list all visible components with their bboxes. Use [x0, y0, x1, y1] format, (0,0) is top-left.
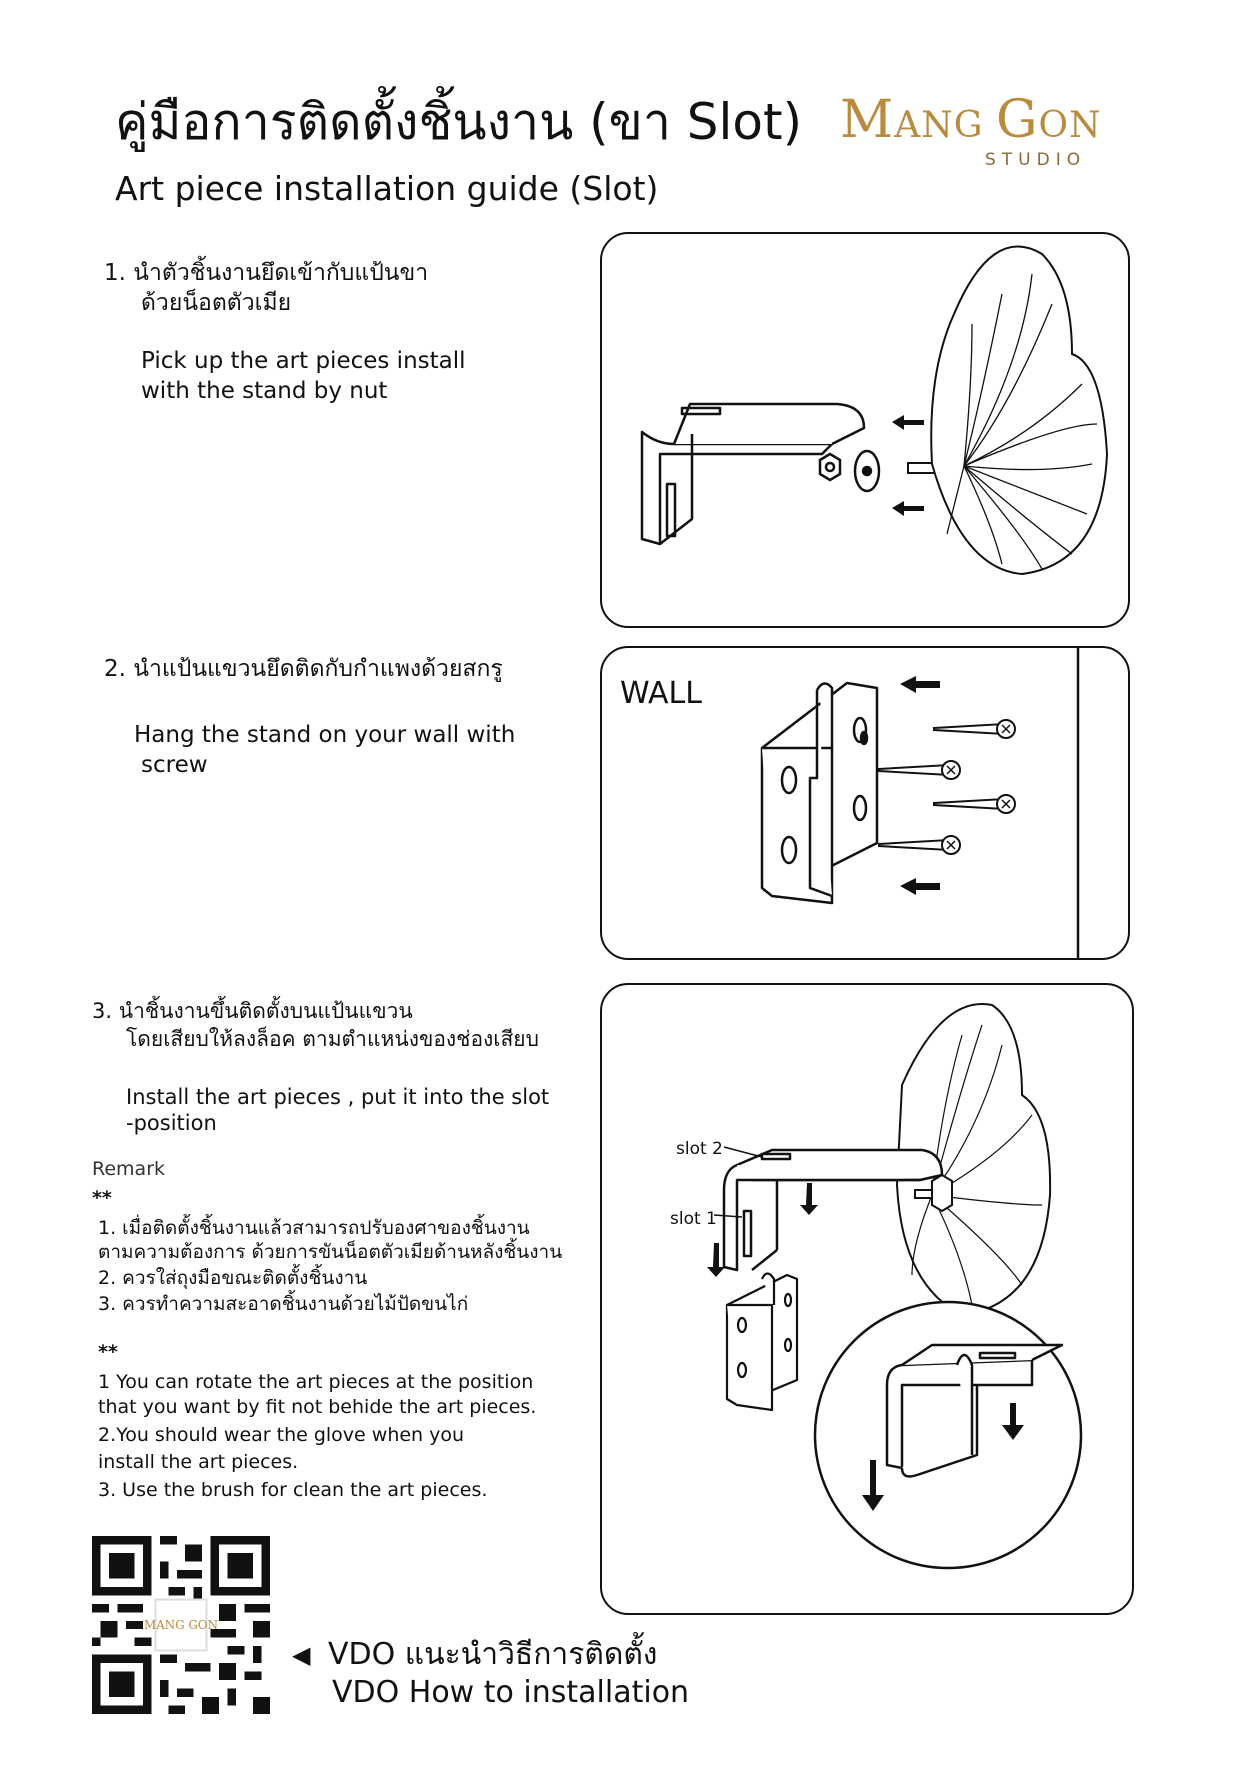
brand-logo: MANG GON STUDIO: [840, 90, 1130, 180]
logo-subtitle: STUDIO: [985, 150, 1086, 170]
step1-thai-line2: ด้วยน็อตตัวเมีย: [141, 288, 291, 318]
remark-thai-line: 2. ควรใส่ถุงมือขณะติดตั้งชิ้นงาน: [98, 1266, 367, 1291]
remark-stars-english: **: [98, 1340, 118, 1365]
step1-english-line2: with the stand by nut: [141, 376, 387, 406]
step1-english-line1: Pick up the art pieces install: [141, 346, 466, 376]
step2-illustration-panel: WALL: [600, 646, 1130, 960]
step3-illustration-panel: slot 2 slot 1: [600, 983, 1134, 1615]
step3-english-line2: -position: [126, 1108, 217, 1138]
remark-english-line: 2.You should wear the glove when you: [98, 1423, 464, 1448]
remark-english-line: that you want by fit not behide the art …: [98, 1395, 536, 1420]
step2-english-line2: screw: [141, 750, 208, 780]
remark-thai-line: ตามความต้องการ ด้วยการขันน็อตตัวเมียด้าน…: [98, 1240, 562, 1265]
step3-thai-line1: 3. นำชิ้นงานขึ้นติดตั้งบนแป้นแขวน: [92, 996, 413, 1026]
step3-illustration: [602, 985, 1134, 1615]
remark-english-line: 3. Use the brush for clean the art piece…: [98, 1478, 487, 1503]
step1-illustration-panel: [600, 232, 1130, 628]
vdo-label-english[interactable]: VDO How to installation: [332, 1674, 689, 1712]
remark-stars-thai: **: [92, 1186, 112, 1211]
step2-english-line1: Hang the stand on your wall with: [134, 720, 515, 750]
step2-thai-line1: 2. นำแป้นแขวนยึดติดกับกำแพงด้วยสกรู: [104, 654, 503, 684]
remark-english-line: install the art pieces.: [98, 1450, 298, 1475]
page-title-thai: คู่มือการติดตั้งชิ้นงาน (ขา Slot): [115, 92, 802, 152]
play-arrow-icon: ◀: [292, 1640, 310, 1670]
logo-wordmark: MANG GON: [840, 90, 1102, 156]
remark-heading: Remark: [92, 1157, 165, 1181]
step3-thai-line2: โดยเสียบให้ลงล็อค ตามตำแหน่งของช่องเสียบ: [126, 1024, 539, 1054]
step1-illustration: [602, 234, 1130, 628]
remark-thai-line: 3. ควรทำความสะอาดชิ้นงานด้วยไม้ปัดขนไก่: [98, 1292, 468, 1317]
page-title-english: Art piece installation guide (Slot): [115, 168, 658, 210]
step1-thai-line1: 1. นำตัวชิ้นงานยึดเข้ากับแป้นขา: [104, 258, 428, 288]
remark-thai-line: 1. เมื่อติดตั้งชิ้นงานแล้วสามารถปรับองศา…: [98, 1216, 530, 1241]
vdo-label-thai[interactable]: VDO แนะนำวิธีการติดตั้ง: [328, 1636, 657, 1674]
qr-code[interactable]: MANG GON: [92, 1536, 270, 1714]
remark-english-line: 1 You can rotate the art pieces at the p…: [98, 1370, 533, 1395]
step2-illustration: [602, 648, 1130, 960]
svg-text:MANG GON: MANG GON: [144, 1618, 218, 1632]
qr-code-graphic: MANG GON: [92, 1536, 270, 1714]
